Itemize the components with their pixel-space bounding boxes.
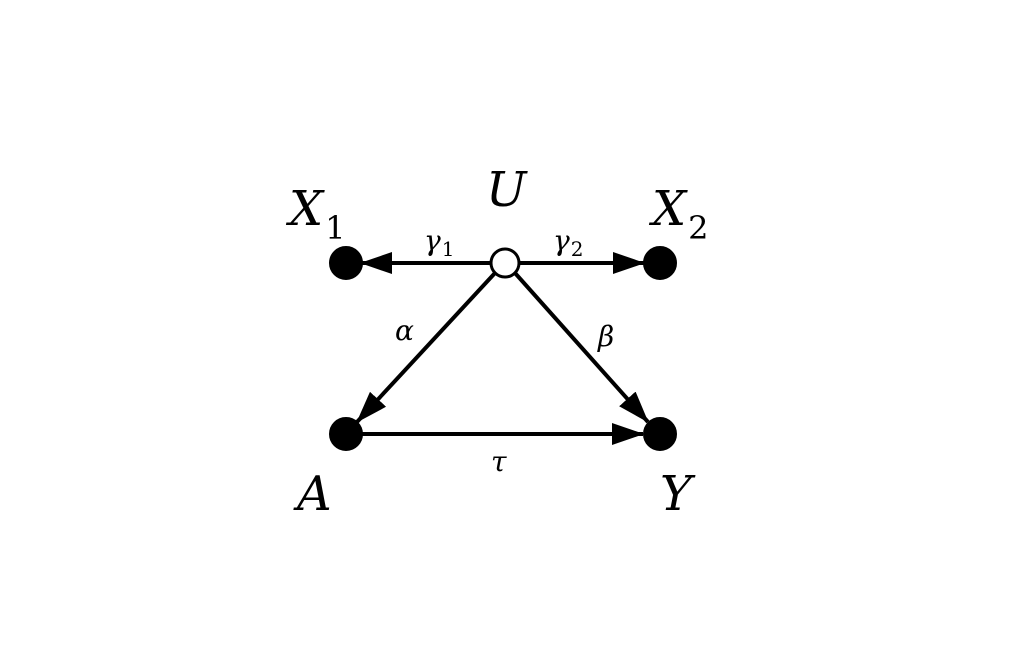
edge-label-gamma1-sub: 1 — [442, 237, 455, 261]
node-label-y-main: Y — [660, 466, 696, 522]
node-x2 — [643, 246, 677, 280]
edge-label-gamma2-main: γ — [553, 224, 570, 257]
node-label-y: Y — [660, 466, 696, 522]
edge-label-tau: τ — [491, 445, 507, 478]
edge-u-to-y — [513, 271, 650, 424]
edge-label-alpha: α — [395, 314, 414, 347]
edge-label-tau-main: τ — [491, 445, 507, 478]
edge-u-to-a — [355, 271, 497, 424]
edge-label-gamma1-main: γ — [424, 224, 441, 257]
node-a — [329, 417, 363, 451]
edge-label-gamma1: γ1 — [424, 224, 454, 261]
edge-label-alpha-main: α — [395, 314, 414, 347]
node-label-x1: X1 — [285, 181, 346, 247]
node-label-x2-main: X — [648, 181, 688, 237]
node-label-a: A — [293, 466, 332, 522]
node-label-x2-sub: 2 — [688, 209, 708, 247]
node-label-u: U — [486, 162, 528, 218]
node-u — [489, 247, 521, 279]
edge-label-beta-main: β — [597, 320, 614, 353]
edge-label-beta: β — [597, 320, 614, 353]
node-label-x1-sub: 1 — [325, 209, 345, 247]
edge-label-gamma2: γ2 — [553, 224, 583, 261]
node-y — [643, 417, 677, 451]
node-label-x1-main: X — [285, 181, 325, 237]
node-label-u-main: U — [486, 162, 528, 218]
edge-label-gamma2-sub: 2 — [571, 237, 584, 261]
node-x1 — [329, 246, 363, 280]
node-label-a-main: A — [293, 466, 332, 522]
node-label-x2: X2 — [648, 181, 709, 247]
